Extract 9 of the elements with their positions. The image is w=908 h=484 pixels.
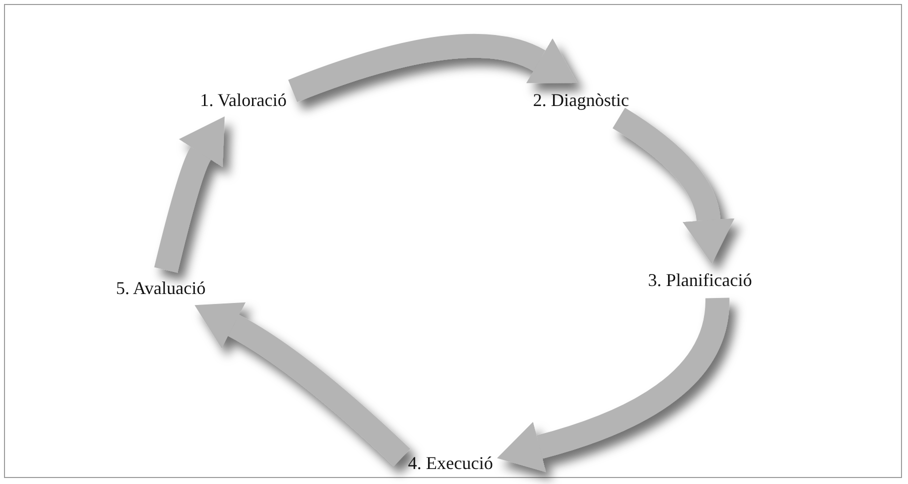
block-arrow (288, 34, 579, 102)
step-label: 4. Execució (408, 453, 493, 473)
block-arrow (195, 302, 410, 466)
block-arrow (154, 114, 224, 273)
block-arrow (612, 108, 734, 264)
step-label: 3. Planificació (648, 270, 752, 290)
step-label: 5. Avaluació (116, 278, 206, 298)
step-label: 2. Diagnòstic (533, 90, 629, 110)
step-label: 1. Valoració (200, 90, 287, 110)
